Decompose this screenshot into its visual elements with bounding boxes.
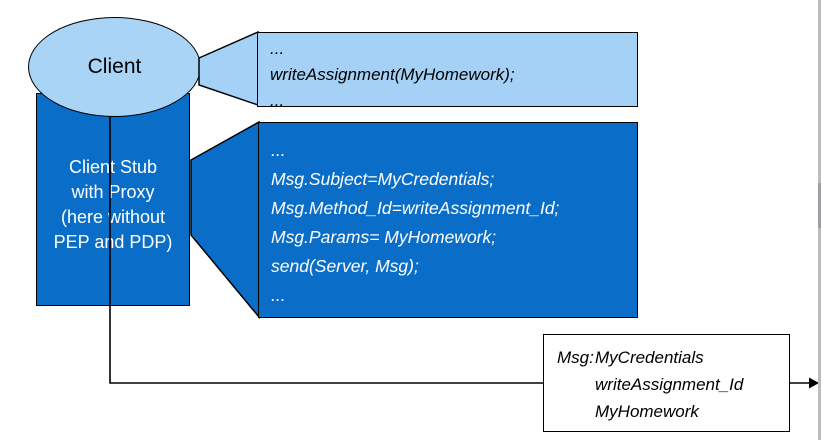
code-line: Msg.Params= MyHomework; <box>271 227 497 247</box>
client-stub-line: PEP and PDP) <box>53 231 173 252</box>
client-stub-box: Client Stub with Proxy (here without PEP… <box>36 93 190 306</box>
code-line: Msg.Method_Id=writeAssignment_Id; <box>271 198 560 218</box>
code-line: writeAssignment(MyHomework); <box>270 65 515 84</box>
code-line: Msg.Subject=MyCredentials; <box>271 169 495 189</box>
message-box-label: Msg: <box>557 348 594 367</box>
client-stub-line: Client Stub <box>68 156 158 177</box>
client-stub-line: with Proxy <box>71 181 155 202</box>
message-value: MyHomework <box>595 402 699 421</box>
code-line: ... <box>271 285 286 305</box>
client-label: Client <box>87 55 142 78</box>
client-ellipse: Client <box>28 17 201 117</box>
message-value: MyCredentials <box>595 348 704 367</box>
message-box-values: MyCredentials writeAssignment_Id MyHomew… <box>595 344 743 431</box>
code-line: ... <box>270 91 285 110</box>
stub-code-callout: ... Msg.Subject=MyCredentials; Msg.Metho… <box>258 122 638 318</box>
message-box: Msg: MyCredentials writeAssignment_Id My… <box>543 334 790 432</box>
code-line: ... <box>270 39 285 58</box>
message-value: writeAssignment_Id <box>595 375 744 394</box>
code-line: ... <box>271 140 286 160</box>
code-line: send(Server, Msg); <box>271 256 419 276</box>
scrollbar-thumb[interactable] <box>817 183 821 228</box>
client-code-callout: ... writeAssignment(MyHomework); ... <box>257 32 638 110</box>
client-stub-line: (here without <box>60 206 166 227</box>
client-callout-pointer <box>198 30 259 107</box>
stub-callout-pointer <box>190 120 260 320</box>
